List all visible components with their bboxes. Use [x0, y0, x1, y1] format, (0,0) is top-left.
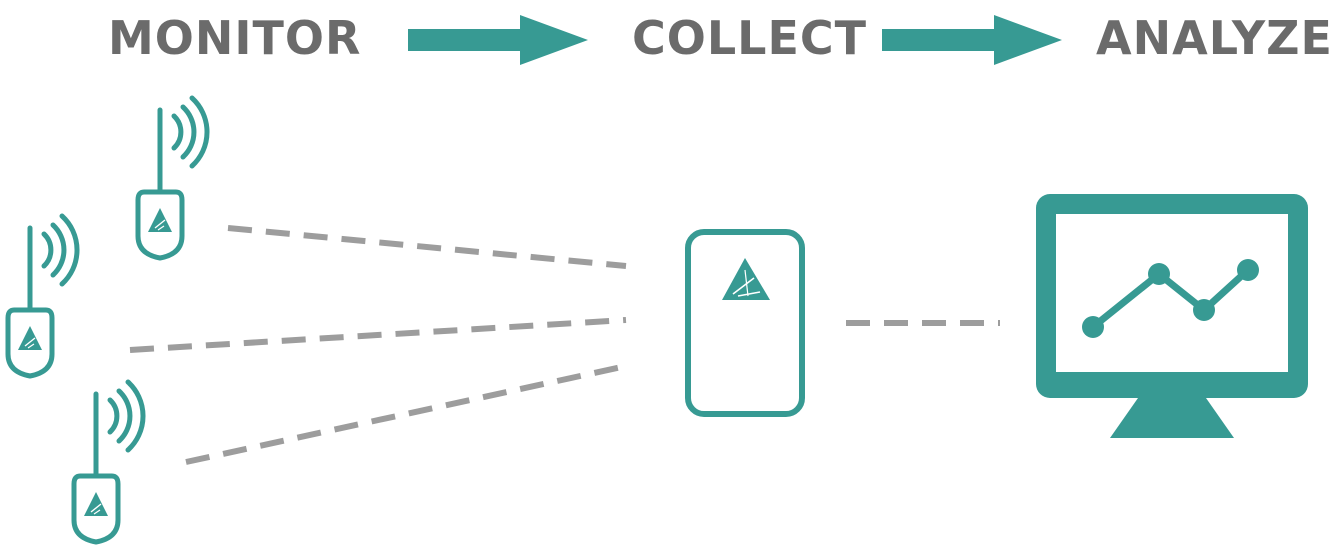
right-arrow-icon: [408, 15, 588, 65]
chart-point: [1148, 263, 1170, 285]
data-collector-icon: [685, 229, 805, 417]
step-label-collect: COLLECT: [632, 11, 868, 65]
monitor-chart-icon: [1036, 194, 1308, 438]
sensor-link-2: [129, 317, 627, 353]
connection-lines: [129, 225, 1000, 465]
chart-point: [1082, 316, 1104, 338]
chart-point: [1237, 259, 1259, 281]
wireless-sensor-icon: [8, 216, 77, 376]
chart-point: [1193, 299, 1215, 321]
wireless-sensor-icon: [138, 98, 207, 258]
right-arrow-icon: [882, 15, 1062, 65]
step-label-monitor: MONITOR: [108, 11, 362, 65]
sensor-link-1: [227, 225, 627, 269]
chart-line: [1089, 266, 1252, 331]
wireless-sensor-icon: [74, 382, 143, 542]
step-label-analyze: ANALYZE: [1096, 11, 1331, 65]
sensor-link-3: [185, 363, 627, 465]
